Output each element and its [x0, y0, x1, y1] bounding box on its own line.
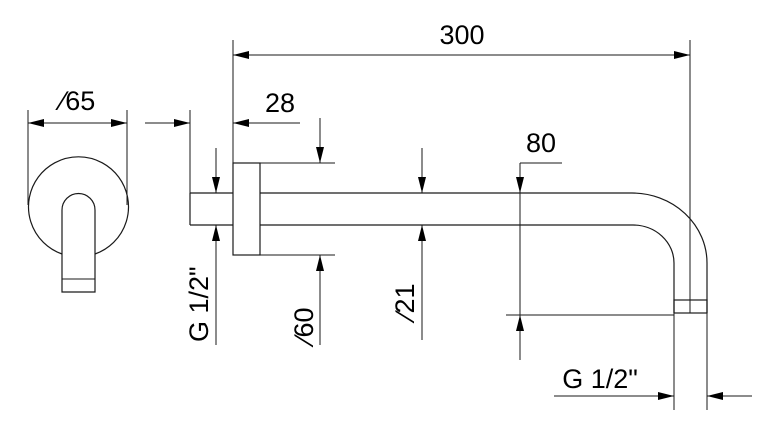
side-view: 300 28 G 1/2" ∕60 ∕21 80 G 1/2": [145, 20, 752, 410]
dim-60-label: ∕60: [289, 307, 319, 348]
spout-front: [61, 192, 96, 293]
dim-300-label: 300: [439, 20, 484, 50]
dim-28-label: 28: [265, 88, 295, 118]
dim-thread-left-label: G 1/2": [184, 266, 214, 342]
flange: [232, 162, 261, 256]
front-view: ∕65: [27, 86, 130, 293]
rosette-circle: [27, 156, 130, 255]
dim-thread-bottom-label: G 1/2": [562, 364, 638, 394]
dim-21-label: ∕21: [390, 283, 420, 324]
dim-80-label: 80: [526, 128, 556, 158]
dim-65-label: ∕65: [55, 86, 96, 116]
wall-stub: [189, 192, 233, 226]
arm-pipe: [260, 192, 708, 313]
